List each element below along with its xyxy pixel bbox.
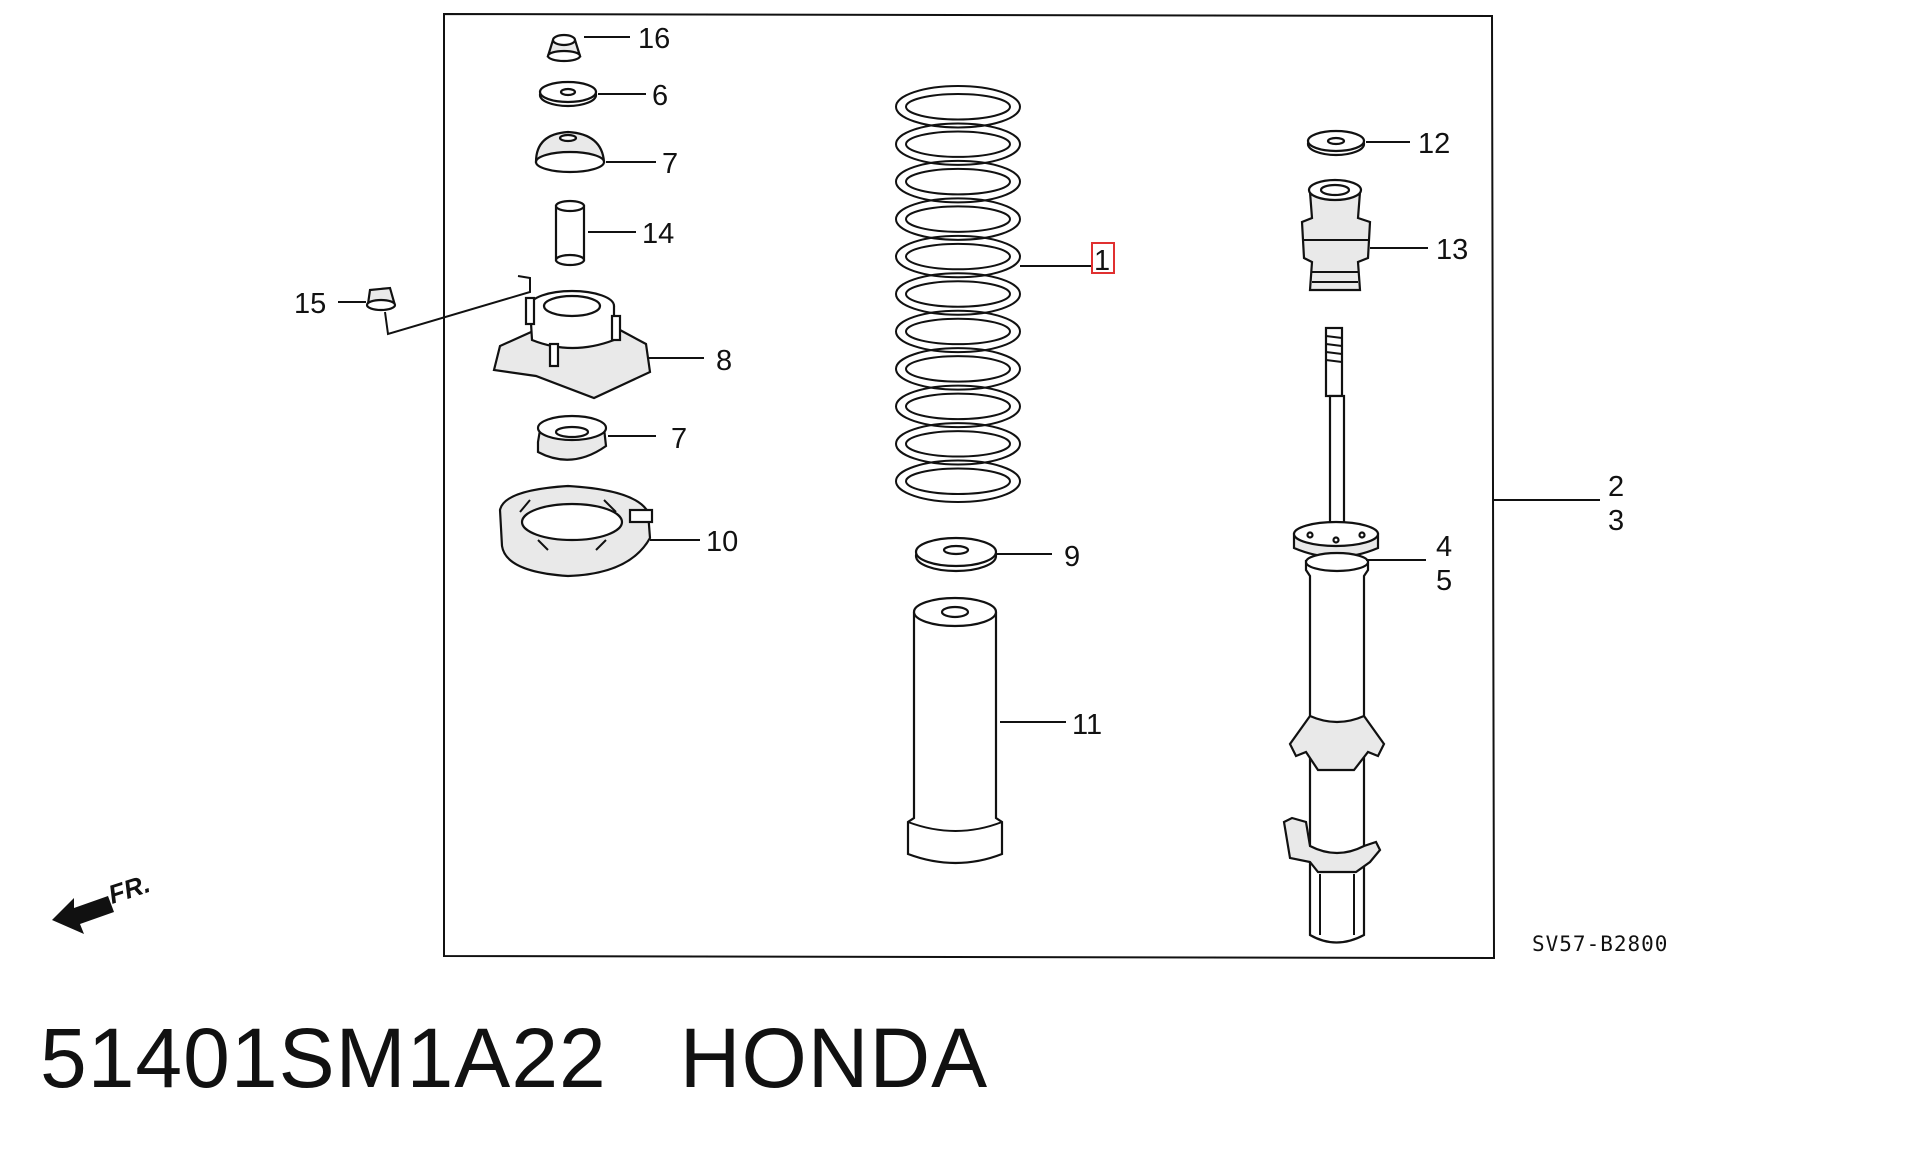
brand-name: HONDA xyxy=(679,1011,989,1105)
part-15-flange-nut[interactable] xyxy=(365,286,397,312)
callout-10[interactable]: 10 xyxy=(706,526,738,558)
callout-4[interactable]: 4 xyxy=(1436,531,1452,563)
callout-7-upper[interactable]: 7 xyxy=(662,148,678,180)
callout-6[interactable]: 6 xyxy=(652,80,668,112)
spring-coil xyxy=(895,422,1021,466)
spring-coil xyxy=(895,197,1021,241)
spring-coil-inner xyxy=(905,355,1011,383)
spring-coil-inner xyxy=(905,205,1011,233)
spring-coil xyxy=(895,347,1021,391)
spring-coil-inner xyxy=(905,242,1011,271)
part-8-strut-mount[interactable] xyxy=(492,289,652,400)
part-1-coil-spring[interactable] xyxy=(895,85,1021,504)
front-arrow-label: FR. xyxy=(105,868,154,909)
callout-7-lower[interactable]: 7 xyxy=(671,423,687,455)
callout-9[interactable]: 9 xyxy=(1064,541,1080,573)
callout-15[interactable]: 15 xyxy=(294,288,326,320)
spring-coil xyxy=(895,159,1021,204)
spring-coil-inner xyxy=(905,467,1011,496)
spring-coil xyxy=(895,272,1021,316)
callout-2[interactable]: 2 xyxy=(1608,471,1624,503)
spring-coil xyxy=(895,85,1021,129)
callout-16[interactable]: 16 xyxy=(638,23,670,55)
callout-5[interactable]: 5 xyxy=(1436,565,1452,597)
part-16-nut[interactable] xyxy=(546,33,582,63)
part-10-spring-seat[interactable] xyxy=(498,484,654,578)
spring-coil xyxy=(895,459,1021,504)
spring-coil xyxy=(895,309,1021,354)
spring-coil xyxy=(895,234,1021,279)
spring-coil-inner xyxy=(905,130,1011,158)
part-6-washer[interactable] xyxy=(538,80,598,108)
part-14-collar[interactable] xyxy=(554,199,586,267)
callout-8[interactable]: 8 xyxy=(716,345,732,377)
callout-11[interactable]: 11 xyxy=(1072,709,1102,741)
part-11-dust-boot[interactable] xyxy=(906,596,1004,865)
spring-coil-inner xyxy=(905,167,1011,196)
part-9-spring-washer[interactable] xyxy=(914,536,998,573)
spring-coil-inner xyxy=(905,93,1011,121)
spring-coil xyxy=(895,122,1021,166)
diagram-frame xyxy=(443,12,1496,960)
part-7-upper-bushing[interactable] xyxy=(534,130,606,174)
callout-1[interactable]: 1 xyxy=(1094,245,1110,277)
spring-coil-inner xyxy=(905,392,1011,421)
part-13-bump-stop[interactable] xyxy=(1300,178,1372,292)
part-12-washer[interactable] xyxy=(1306,129,1366,157)
spring-coil-inner xyxy=(905,280,1011,308)
callout-1-highlight xyxy=(1091,242,1115,274)
callout-14[interactable]: 14 xyxy=(642,218,674,250)
spring-coil-inner xyxy=(905,430,1011,458)
diagram-code: SV57-B2800 xyxy=(1532,932,1668,956)
part-number: 51401SM1A22 xyxy=(40,1011,607,1105)
part-2-3-shock-absorber[interactable] xyxy=(1282,326,1386,944)
callout-12[interactable]: 12 xyxy=(1418,128,1450,160)
part-number-heading: 51401SM1A22 HONDA xyxy=(40,1010,988,1107)
spring-coil-inner xyxy=(905,317,1011,346)
callout-13[interactable]: 13 xyxy=(1436,234,1468,266)
spring-coil xyxy=(895,384,1021,429)
front-direction-arrow-icon xyxy=(52,896,114,934)
part-7-lower-bushing[interactable] xyxy=(536,414,608,461)
callout-3[interactable]: 3 xyxy=(1608,505,1624,537)
